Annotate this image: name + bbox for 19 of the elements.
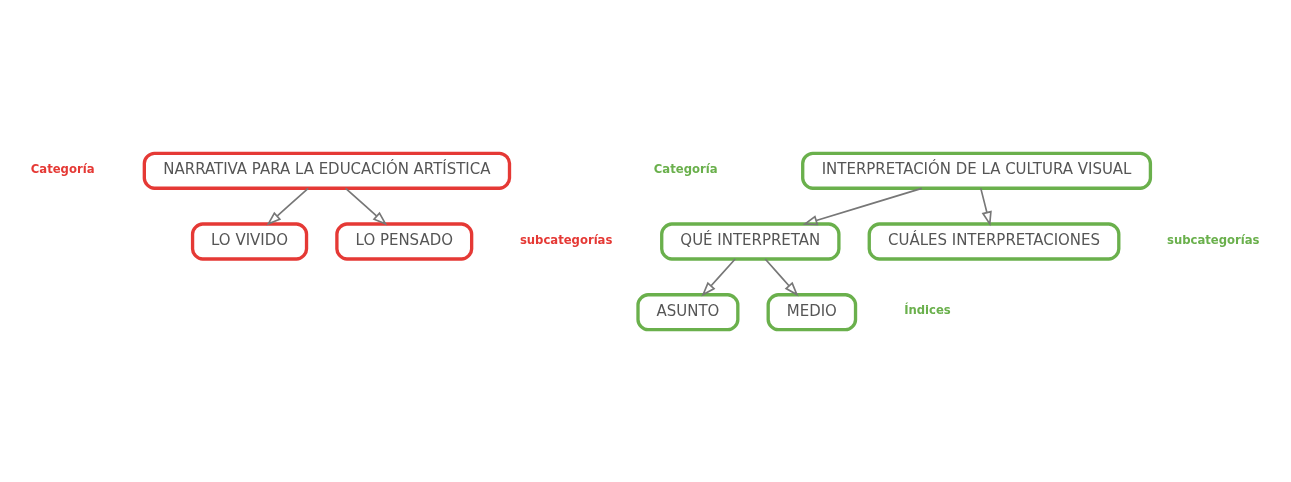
arrow — [344, 187, 388, 226]
node-box: MEDIO — [766, 292, 858, 331]
arrow — [764, 257, 799, 296]
node-box: LO VIVIDO — [190, 221, 309, 261]
label: subcategorías — [519, 232, 613, 247]
arrow — [979, 187, 992, 226]
label: Índices — [904, 302, 951, 317]
node-box: INTERPRETACIÓN DE LA CULTURA VISUAL — [801, 151, 1153, 190]
node-box: QUÉ INTERPRETAN — [660, 221, 841, 261]
arrow — [701, 257, 737, 296]
arrow — [266, 187, 309, 226]
node-box: CUÁLES INTERPRETACIONES — [867, 221, 1121, 261]
label: subcategorías — [1167, 232, 1260, 247]
label: Categoría — [30, 161, 95, 176]
arrow — [802, 187, 923, 225]
label: Categoría — [653, 161, 718, 176]
node-box: NARRATIVA PARA LA EDUCACIÓN ARTÍSTICA — [142, 151, 512, 190]
node-box: ASUNTO — [636, 292, 740, 331]
node-box: LO PENSADO — [335, 221, 474, 261]
